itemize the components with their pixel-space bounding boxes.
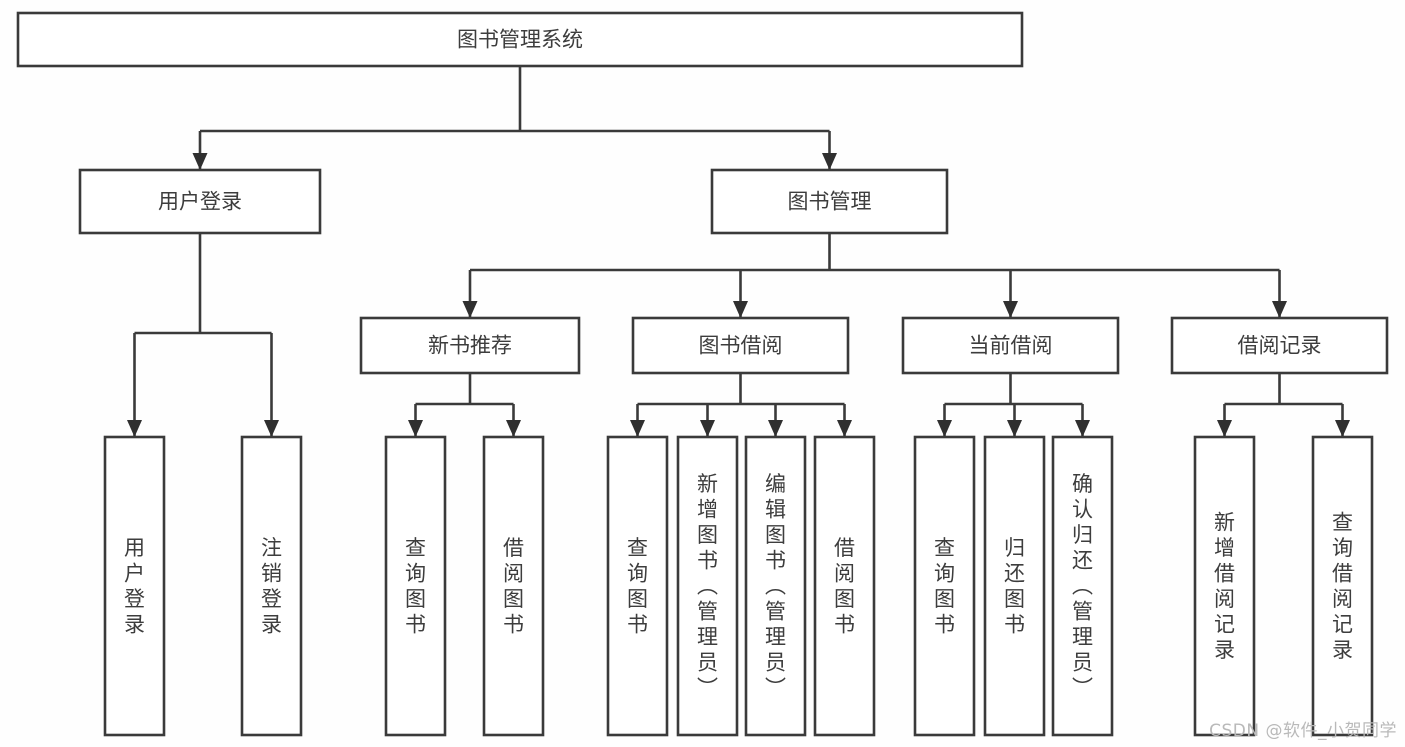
node-book-management[interactable]: 图书管理: [710, 168, 949, 235]
node-user-login-label: 用户登录: [158, 190, 242, 214]
node-new-book-recommend-label: 新书推荐: [428, 334, 512, 358]
ul-arrow-0: [127, 420, 142, 437]
node-new-book-recommend-box: [359, 316, 581, 375]
node-book-management-box: [710, 168, 949, 235]
node-leaf-borrow-book-box: [813, 435, 876, 737]
node-user-login[interactable]: 用户登录: [78, 168, 322, 235]
node-leaf-return-book[interactable]: 归还图书: [983, 435, 1046, 737]
node-user-login-box: [78, 168, 322, 235]
node-leaf-add-book-admin-label: 新增图书︵管理员︶: [697, 472, 718, 700]
node-leaf-query-book-borrow-box: [606, 435, 669, 737]
node-leaf-add-book-admin-box: [676, 435, 739, 737]
bm-arrow-0: [462, 301, 478, 318]
book-borrow-arrow-0: [630, 420, 645, 437]
node-leaf-user-logout-box: [240, 435, 303, 737]
node-leaf-query-borrow-record-box: [1311, 435, 1374, 737]
node-leaf-query-book-recommend-label: 查询图书: [405, 536, 426, 637]
node-borrow-record-label: 借阅记录: [1238, 334, 1322, 358]
current-borrow-arrow-2: [1075, 420, 1090, 437]
node-leaf-confirm-return-admin-box: [1051, 435, 1114, 737]
node-current-borrow-label: 当前借阅: [969, 334, 1053, 358]
new-book-recommend-arrow-0: [408, 420, 423, 437]
borrow-record-arrow-1: [1335, 420, 1350, 437]
node-leaf-add-borrow-record[interactable]: 新增借阅记录: [1193, 435, 1256, 737]
ul-arrow-1: [264, 420, 279, 437]
node-leaf-user-login[interactable]: 用户登录: [103, 435, 166, 737]
node-root-box: [16, 11, 1024, 68]
node-leaf-borrow-book[interactable]: 借阅图书: [813, 435, 876, 737]
node-leaf-query-book-borrow[interactable]: 查询图书: [606, 435, 669, 737]
current-borrow-arrow-0: [937, 420, 952, 437]
new-book-recommend-arrow-1: [506, 420, 521, 437]
node-leaf-borrow-book-recommend-label: 借阅图书: [503, 536, 524, 637]
node-leaf-add-borrow-record-label: 新增借阅记录: [1214, 510, 1235, 662]
book-borrow-arrow-3: [837, 420, 852, 437]
node-leaf-add-book-admin[interactable]: 新增图书︵管理员︶: [676, 435, 739, 737]
node-leaf-query-borrow-record[interactable]: 查询借阅记录: [1311, 435, 1374, 737]
node-leaf-user-login-box: [103, 435, 166, 737]
node-leaf-query-book-recommend[interactable]: 查询图书: [384, 435, 447, 737]
borrow-record-arrow-0: [1217, 420, 1232, 437]
node-leaf-return-book-box: [983, 435, 1046, 737]
node-leaf-query-book-current-box: [913, 435, 976, 737]
node-leaf-add-borrow-record-box: [1193, 435, 1256, 737]
node-leaf-query-book-current[interactable]: 查询图书: [913, 435, 976, 737]
node-new-book-recommend[interactable]: 新书推荐: [359, 316, 581, 375]
node-layer: 图书管理系统用户登录图书管理新书推荐图书借阅当前借阅借阅记录用户登录注销登录查询…: [16, 11, 1389, 737]
bm-arrow-3: [1272, 301, 1287, 318]
current-borrow-arrow-1: [1007, 420, 1022, 437]
node-leaf-confirm-return-admin-label: 确认归还︵管理员︶: [1072, 472, 1093, 700]
node-current-borrow-box: [901, 316, 1120, 375]
node-root[interactable]: 图书管理系统: [16, 11, 1024, 68]
root-arrow-1: [822, 153, 837, 170]
node-current-borrow[interactable]: 当前借阅: [901, 316, 1120, 375]
node-leaf-edit-book-admin-label: 编辑图书︵管理员︶: [765, 472, 786, 700]
node-leaf-query-book-recommend-box: [384, 435, 447, 737]
node-leaf-borrow-book-recommend[interactable]: 借阅图书: [482, 435, 545, 737]
book-borrow-arrow-2: [768, 420, 783, 437]
node-borrow-record[interactable]: 借阅记录: [1170, 316, 1389, 375]
node-leaf-edit-book-admin-box: [744, 435, 807, 737]
node-book-management-label: 图书管理: [788, 190, 872, 214]
book-borrow-arrow-1: [700, 420, 715, 437]
node-book-borrow[interactable]: 图书借阅: [631, 316, 850, 375]
connector-layer: [127, 66, 1350, 437]
node-leaf-borrow-book-recommend-box: [482, 435, 545, 737]
node-leaf-query-borrow-record-label: 查询借阅记录: [1332, 510, 1353, 662]
node-book-borrow-box: [631, 316, 850, 375]
bm-arrow-2: [1003, 301, 1018, 318]
node-leaf-edit-book-admin[interactable]: 编辑图书︵管理员︶: [744, 435, 807, 737]
root-arrow-0: [192, 153, 208, 170]
node-borrow-record-box: [1170, 316, 1389, 375]
node-leaf-user-login-label: 用户登录: [124, 536, 145, 637]
node-leaf-confirm-return-admin[interactable]: 确认归还︵管理员︶: [1051, 435, 1114, 737]
node-leaf-return-book-label: 归还图书: [1004, 536, 1025, 637]
node-leaf-query-book-current-label: 查询图书: [934, 536, 955, 637]
bm-arrow-1: [733, 301, 748, 318]
node-book-borrow-label: 图书借阅: [699, 334, 783, 358]
node-leaf-query-book-borrow-label: 查询图书: [627, 536, 648, 637]
node-root-label: 图书管理系统: [457, 28, 583, 52]
node-leaf-user-logout[interactable]: 注销登录: [240, 435, 303, 737]
node-leaf-user-logout-label: 注销登录: [261, 536, 282, 637]
csdn-watermark: CSDN @软件_小贺同学: [1209, 721, 1397, 741]
node-leaf-borrow-book-label: 借阅图书: [834, 536, 855, 637]
